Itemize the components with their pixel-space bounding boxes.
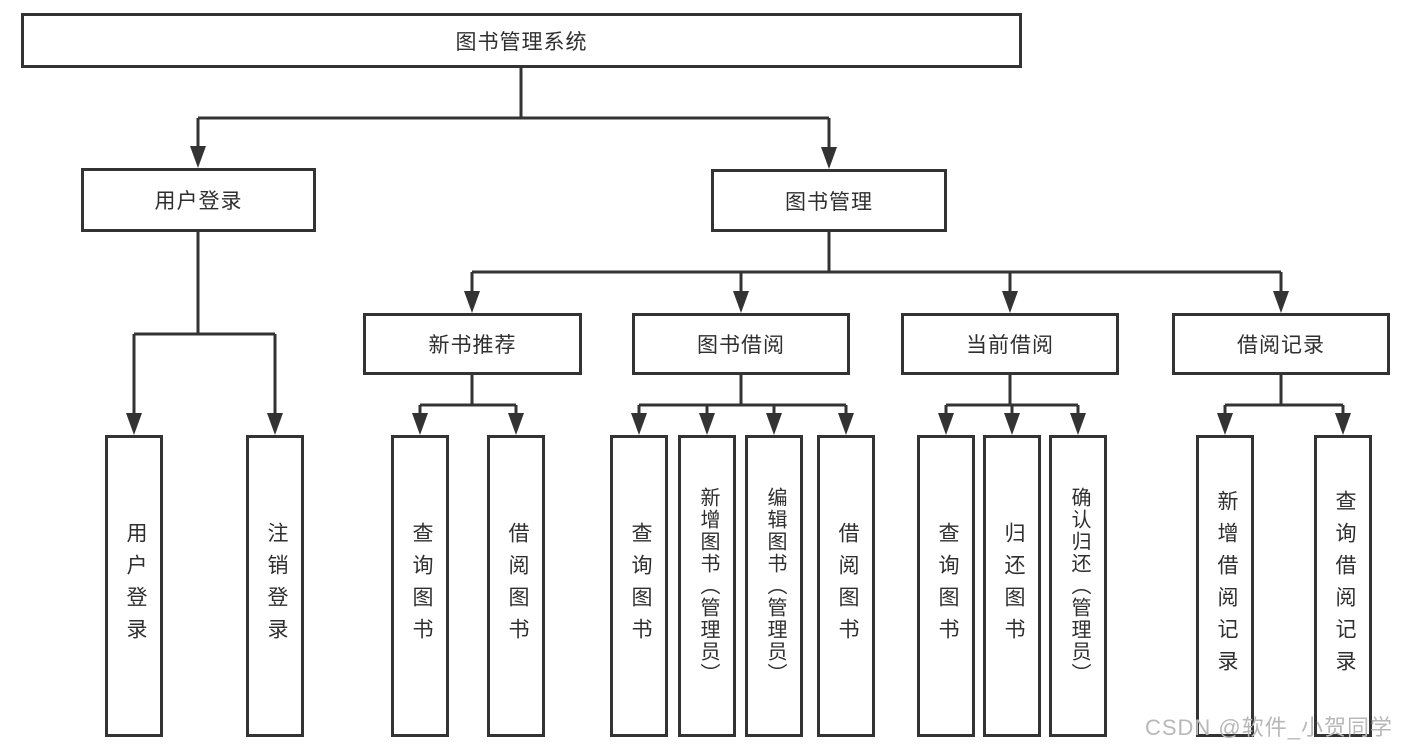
arrowheads bbox=[126, 146, 1351, 435]
node-borrow-records: 借阅记录 bbox=[1172, 313, 1390, 375]
node-new-book-recommend: 新书推荐 bbox=[363, 313, 582, 375]
csdn-watermark: CSDN @软件_小贺同学 bbox=[1144, 715, 1393, 740]
leaf-borrow-books-recommend: 借阅图书 bbox=[487, 435, 545, 737]
leaf-user-login: 用户登录 bbox=[105, 435, 163, 737]
leaf-edit-books-admin: 编辑图书（管理员） bbox=[745, 435, 803, 737]
node-library-system: 图书管理系统 bbox=[21, 13, 1022, 68]
leaf-confirm-return-admin: 确认归还（管理员） bbox=[1049, 435, 1107, 737]
node-book-management-branch: 图书管理 bbox=[711, 169, 947, 232]
leaf-return-books: 归还图书 bbox=[983, 435, 1041, 737]
node-user-login-branch: 用户登录 bbox=[81, 168, 316, 232]
leaf-add-books-admin: 新增图书（管理员） bbox=[678, 435, 736, 737]
leaf-logout: 注销登录 bbox=[246, 435, 304, 737]
node-current-borrow: 当前借阅 bbox=[901, 313, 1119, 375]
node-book-borrow: 图书借阅 bbox=[632, 313, 850, 375]
leaf-add-borrow-record: 新增借阅记录 bbox=[1196, 435, 1254, 737]
leaf-query-books-current: 查询图书 bbox=[917, 435, 975, 737]
leaf-borrow-books: 借阅图书 bbox=[817, 435, 875, 737]
leaf-query-books-borrow: 查询图书 bbox=[610, 435, 668, 737]
leaf-query-borrow-record: 查询借阅记录 bbox=[1314, 435, 1372, 737]
leaf-query-books-recommend: 查询图书 bbox=[391, 435, 449, 737]
